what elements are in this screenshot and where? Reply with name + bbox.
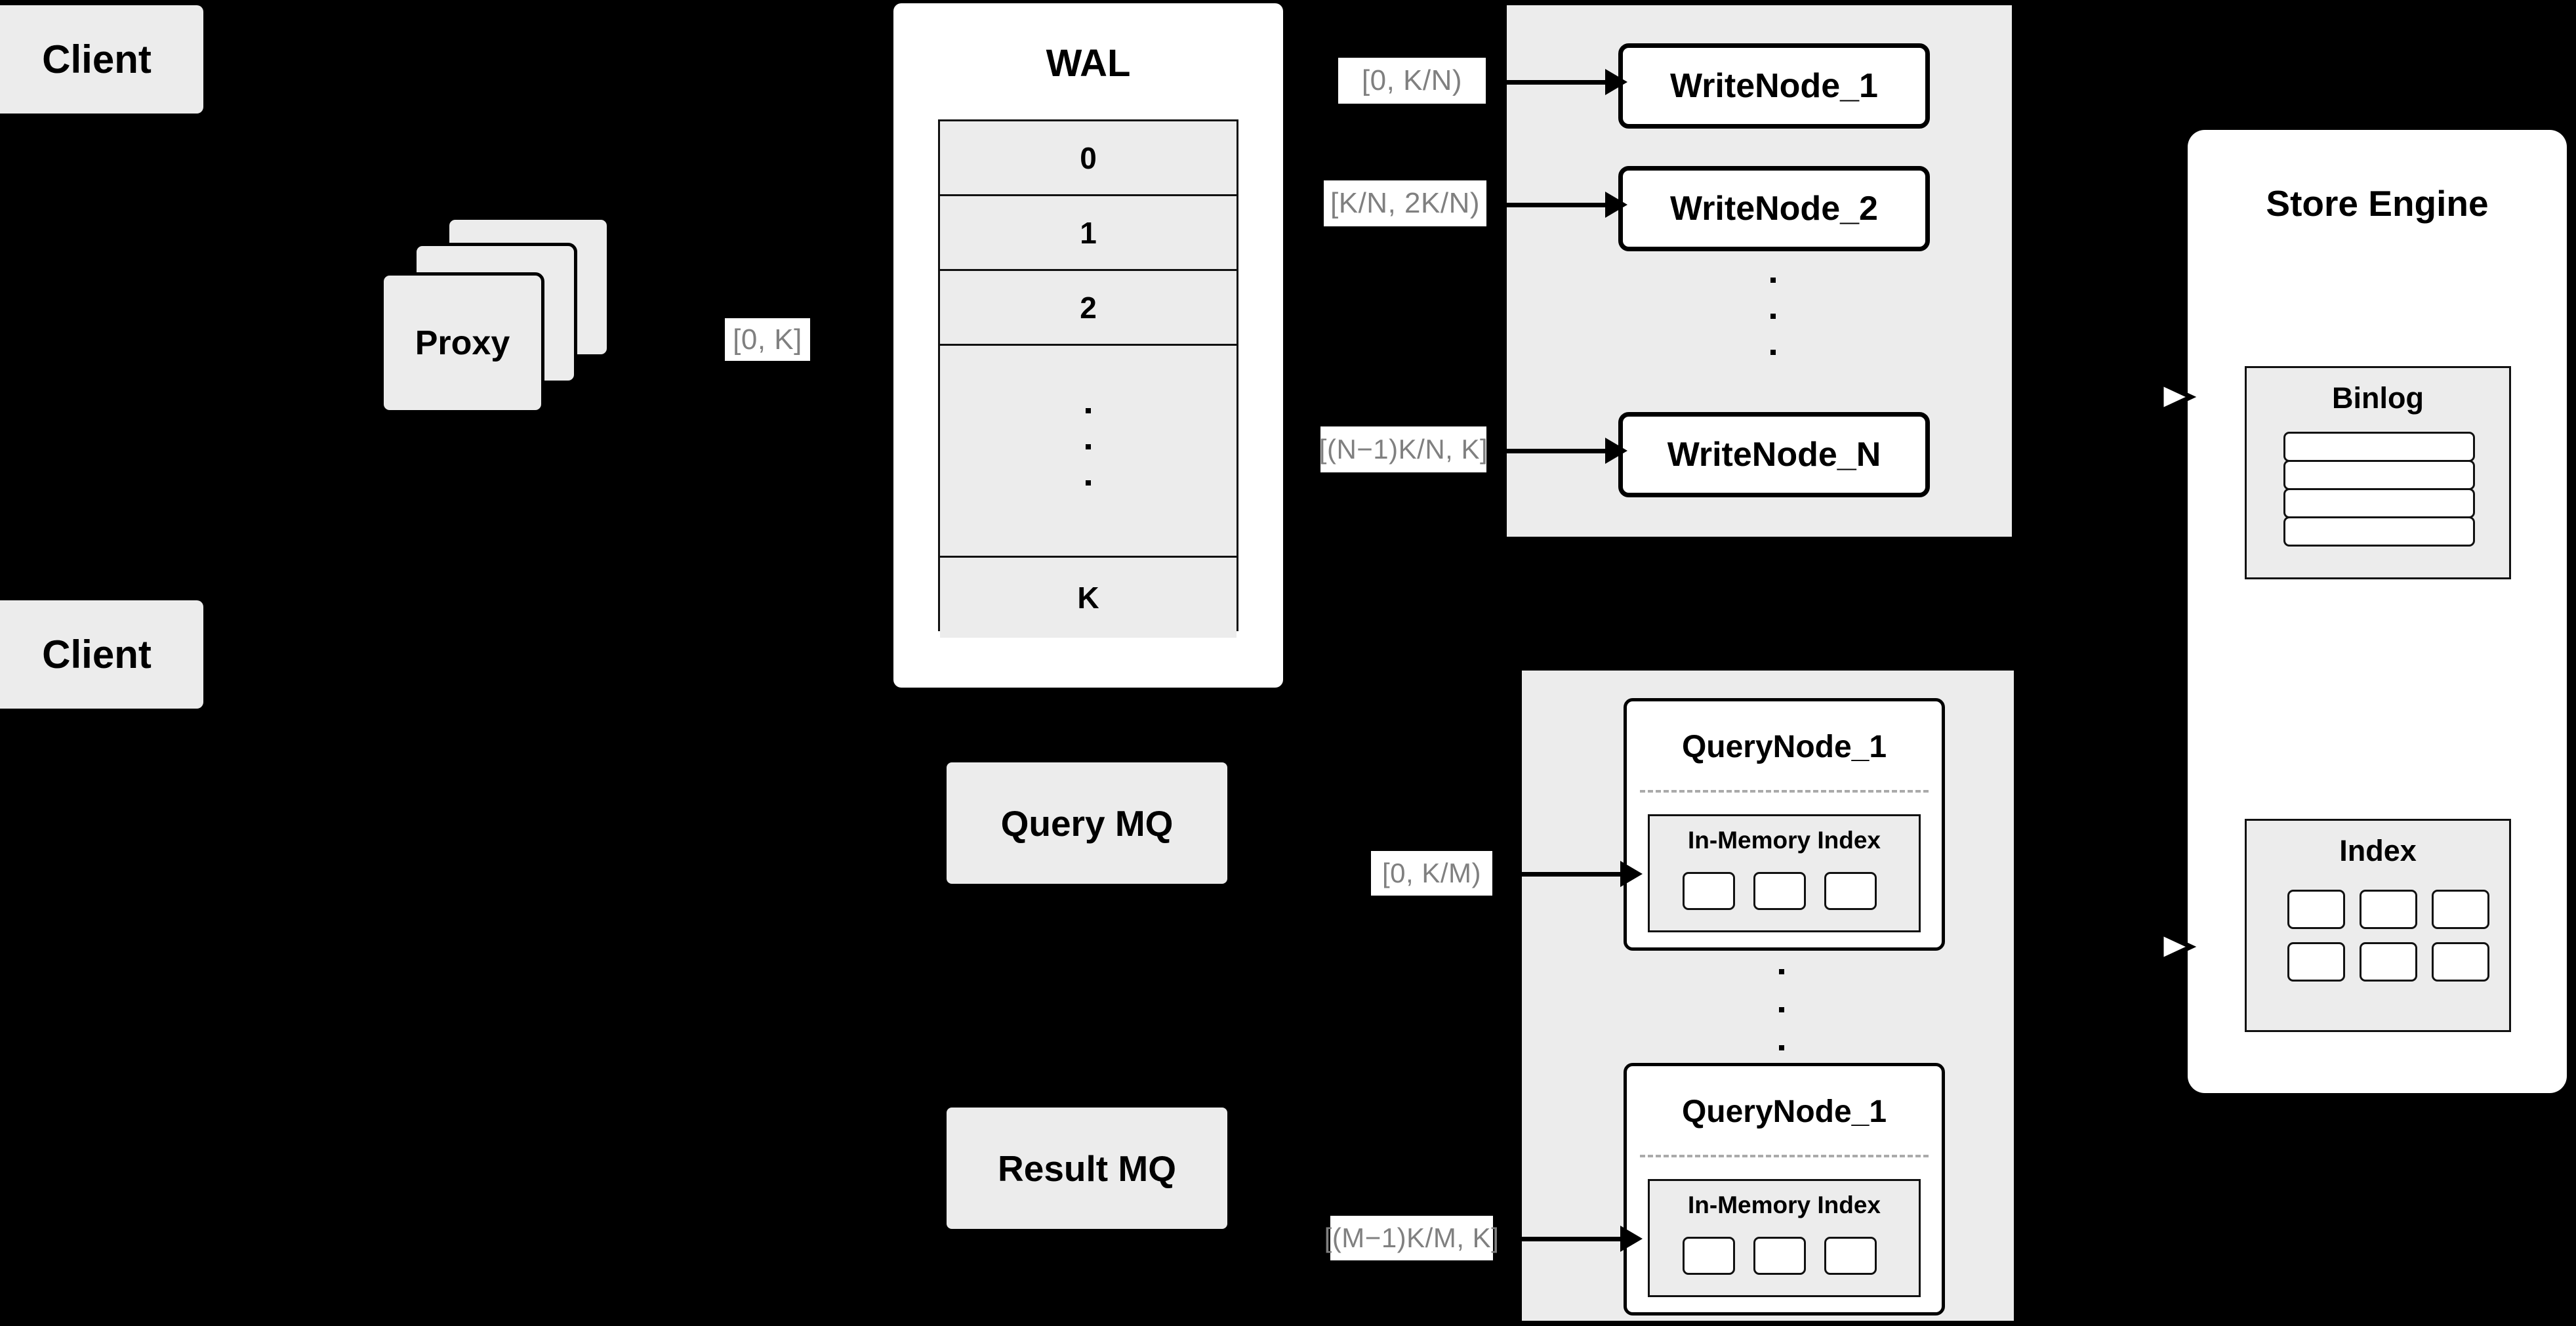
range-label-proxy-to-wal: [0, K] (725, 318, 810, 361)
arrow-to-write-node-n (1507, 438, 1631, 464)
range-label-querynode-1: [0, K/M) (1371, 851, 1492, 896)
write-node-1[interactable]: WriteNode_1 (1618, 43, 1930, 129)
query-cluster-ellipsis (1779, 969, 1784, 1050)
write-node-n[interactable]: WriteNode_N (1618, 412, 1930, 497)
store-index-box: Index (2245, 819, 2511, 1032)
query-node-title: QueryNode_1 (1681, 1094, 1887, 1129)
query-cluster-container: QueryNode_1 In-Memory Index QueryNode_1 … (1522, 671, 2014, 1321)
binlog-entry[interactable] (2283, 488, 2475, 518)
store-engine-title: Store Engine (2266, 183, 2489, 224)
vertical-ellipsis-dots (1086, 408, 1091, 486)
index-cell[interactable] (1683, 1237, 1735, 1275)
arrow-to-query-node-m (1522, 1226, 1646, 1252)
write-node-2[interactable]: WriteNode_2 (1618, 166, 1930, 251)
client-box-2[interactable]: Client (0, 600, 203, 709)
index-cell[interactable] (1824, 872, 1877, 910)
query-node-1[interactable]: QueryNode_1 In-Memory Index (1624, 698, 1945, 951)
store-index-cell[interactable] (2287, 890, 2345, 929)
store-index-cell[interactable] (2432, 890, 2489, 929)
store-index-title: Index (2339, 834, 2417, 867)
result-mq-label: Result MQ (998, 1148, 1176, 1189)
wal-title: WAL (1046, 42, 1131, 85)
arrow-to-store-index (2122, 929, 2197, 964)
query-mq-label: Query MQ (1000, 802, 1174, 844)
proxy-label: Proxy (415, 323, 510, 362)
client-label: Client (42, 632, 152, 676)
result-mq-box[interactable]: Result MQ (947, 1108, 1227, 1229)
store-index-cell[interactable] (2287, 942, 2345, 982)
binlog-entry[interactable] (2283, 460, 2475, 490)
store-index-cell[interactable] (2360, 890, 2417, 929)
wal-row[interactable]: 2 (940, 271, 1237, 346)
arrow-to-binlog (2122, 379, 2197, 415)
store-engine-panel: Store Engine Binlog Index (2188, 130, 2567, 1093)
index-cell[interactable] (1753, 872, 1806, 910)
store-index-cell[interactable] (2360, 942, 2417, 982)
arrow-to-write-node-2 (1507, 192, 1631, 218)
wal-panel: WAL 0 1 2 K (893, 3, 1283, 688)
query-node-divider (1640, 790, 1929, 793)
query-node-title: QueryNode_1 (1681, 730, 1887, 764)
range-label-writenode-n: [(N−1)K/N, K] (1319, 426, 1488, 472)
write-cluster-container: WriteNode_1 WriteNode_2 WriteNode_N (1507, 5, 2012, 537)
arrow-to-query-node-1 (1522, 861, 1646, 887)
client-box-1[interactable]: Client (0, 5, 203, 114)
wal-row[interactable]: 1 (940, 196, 1237, 271)
binlog-box: Binlog (2245, 366, 2511, 579)
range-label-querynode-m: [(M−1)K/M, K] (1324, 1216, 1499, 1260)
in-memory-index-title: In-Memory Index (1688, 827, 1881, 854)
wal-table: 0 1 2 K (938, 119, 1238, 638)
in-memory-index-box: In-Memory Index (1648, 814, 1921, 932)
in-memory-index-title: In-Memory Index (1688, 1191, 1881, 1218)
index-cell[interactable] (1753, 1237, 1806, 1275)
index-cell[interactable] (1683, 872, 1735, 910)
binlog-entry[interactable] (2283, 516, 2475, 547)
in-memory-index-box: In-Memory Index (1648, 1179, 1921, 1297)
query-mq-box[interactable]: Query MQ (947, 762, 1227, 884)
range-label-writenode-1: [0, K/N) (1338, 58, 1486, 104)
proxy-card-front[interactable]: Proxy (380, 272, 544, 413)
binlog-title: Binlog (2332, 381, 2424, 415)
write-cluster-ellipsis (1770, 278, 1776, 355)
wal-row-ellipsis (940, 346, 1237, 558)
query-node-m[interactable]: QueryNode_1 In-Memory Index (1624, 1063, 1945, 1316)
arrow-to-write-node-1 (1507, 69, 1631, 95)
query-node-divider (1640, 1155, 1929, 1157)
wal-row[interactable]: K (940, 558, 1237, 638)
wal-row[interactable]: 0 (940, 121, 1237, 196)
store-index-cell[interactable] (2432, 942, 2489, 982)
binlog-entry[interactable] (2283, 432, 2475, 462)
client-label: Client (42, 37, 152, 81)
proxy-stack[interactable]: Proxy (380, 217, 676, 426)
range-label-writenode-2: [K/N, 2K/N) (1324, 180, 1486, 226)
index-cell[interactable] (1824, 1237, 1877, 1275)
